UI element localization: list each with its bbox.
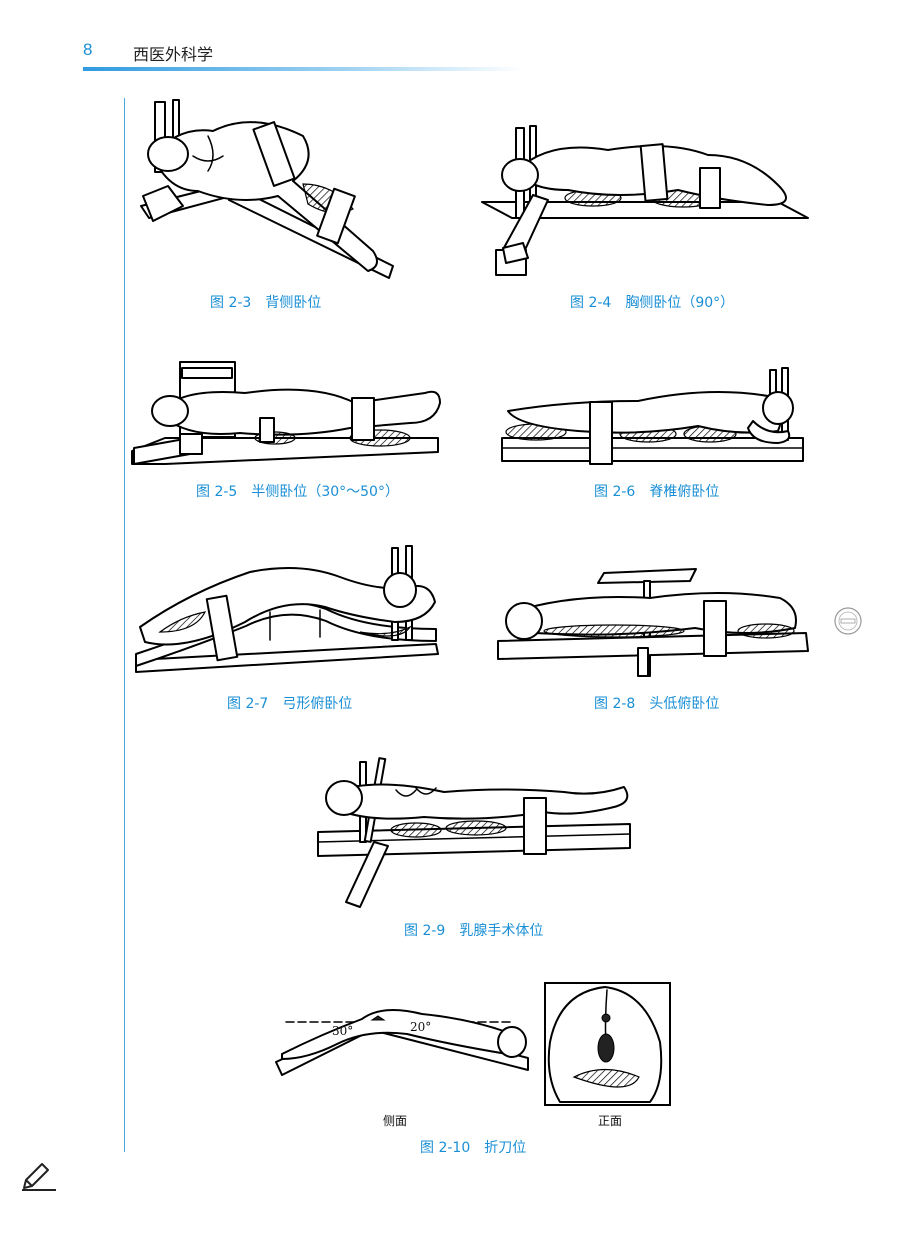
- figure-2-6-caption: 图 2-6 脊椎俯卧位: [594, 484, 720, 500]
- figure-2-10-front-view: [544, 982, 671, 1106]
- figure-2-7-illustration: [130, 542, 445, 682]
- figure-2-10-side-view: 30° 20°: [272, 990, 534, 1085]
- front-view-label: 正面: [598, 1114, 623, 1128]
- book-title: 西医外科学: [133, 45, 214, 64]
- page-number: 8: [83, 40, 93, 59]
- figure-2-8-illustration: [494, 563, 814, 681]
- watermark-stamp-icon: [833, 606, 863, 640]
- header-accent-bar: [83, 67, 523, 71]
- page-header: 8 西医外科学: [0, 0, 900, 80]
- figure-2-5-illustration: [130, 356, 445, 471]
- angle-label-a: 30°: [332, 1024, 354, 1038]
- figure-2-3-caption: 图 2-3 背侧卧位: [210, 295, 322, 311]
- side-view-label: 侧面: [383, 1114, 408, 1128]
- figure-2-6-illustration: [498, 366, 813, 466]
- figure-2-10-caption: 图 2-10 折刀位: [420, 1140, 527, 1156]
- figure-2-4-illustration: [478, 120, 813, 285]
- figure-2-8-caption: 图 2-8 头低俯卧位: [594, 696, 720, 712]
- margin-rule: [124, 98, 125, 1152]
- figure-2-4-caption: 图 2-4 胸侧卧位（90°）: [570, 295, 735, 311]
- figure-2-9-illustration: [316, 752, 634, 912]
- pen-icon: [20, 1158, 60, 1196]
- figure-2-5-caption: 图 2-5 半侧卧位（30°～50°）: [196, 484, 399, 500]
- figure-2-9-caption: 图 2-9 乳腺手术体位: [404, 923, 544, 939]
- figure-2-3-illustration: [133, 96, 408, 286]
- angle-label-b: 20°: [410, 1020, 432, 1034]
- figure-2-7-caption: 图 2-7 弓形俯卧位: [227, 696, 353, 712]
